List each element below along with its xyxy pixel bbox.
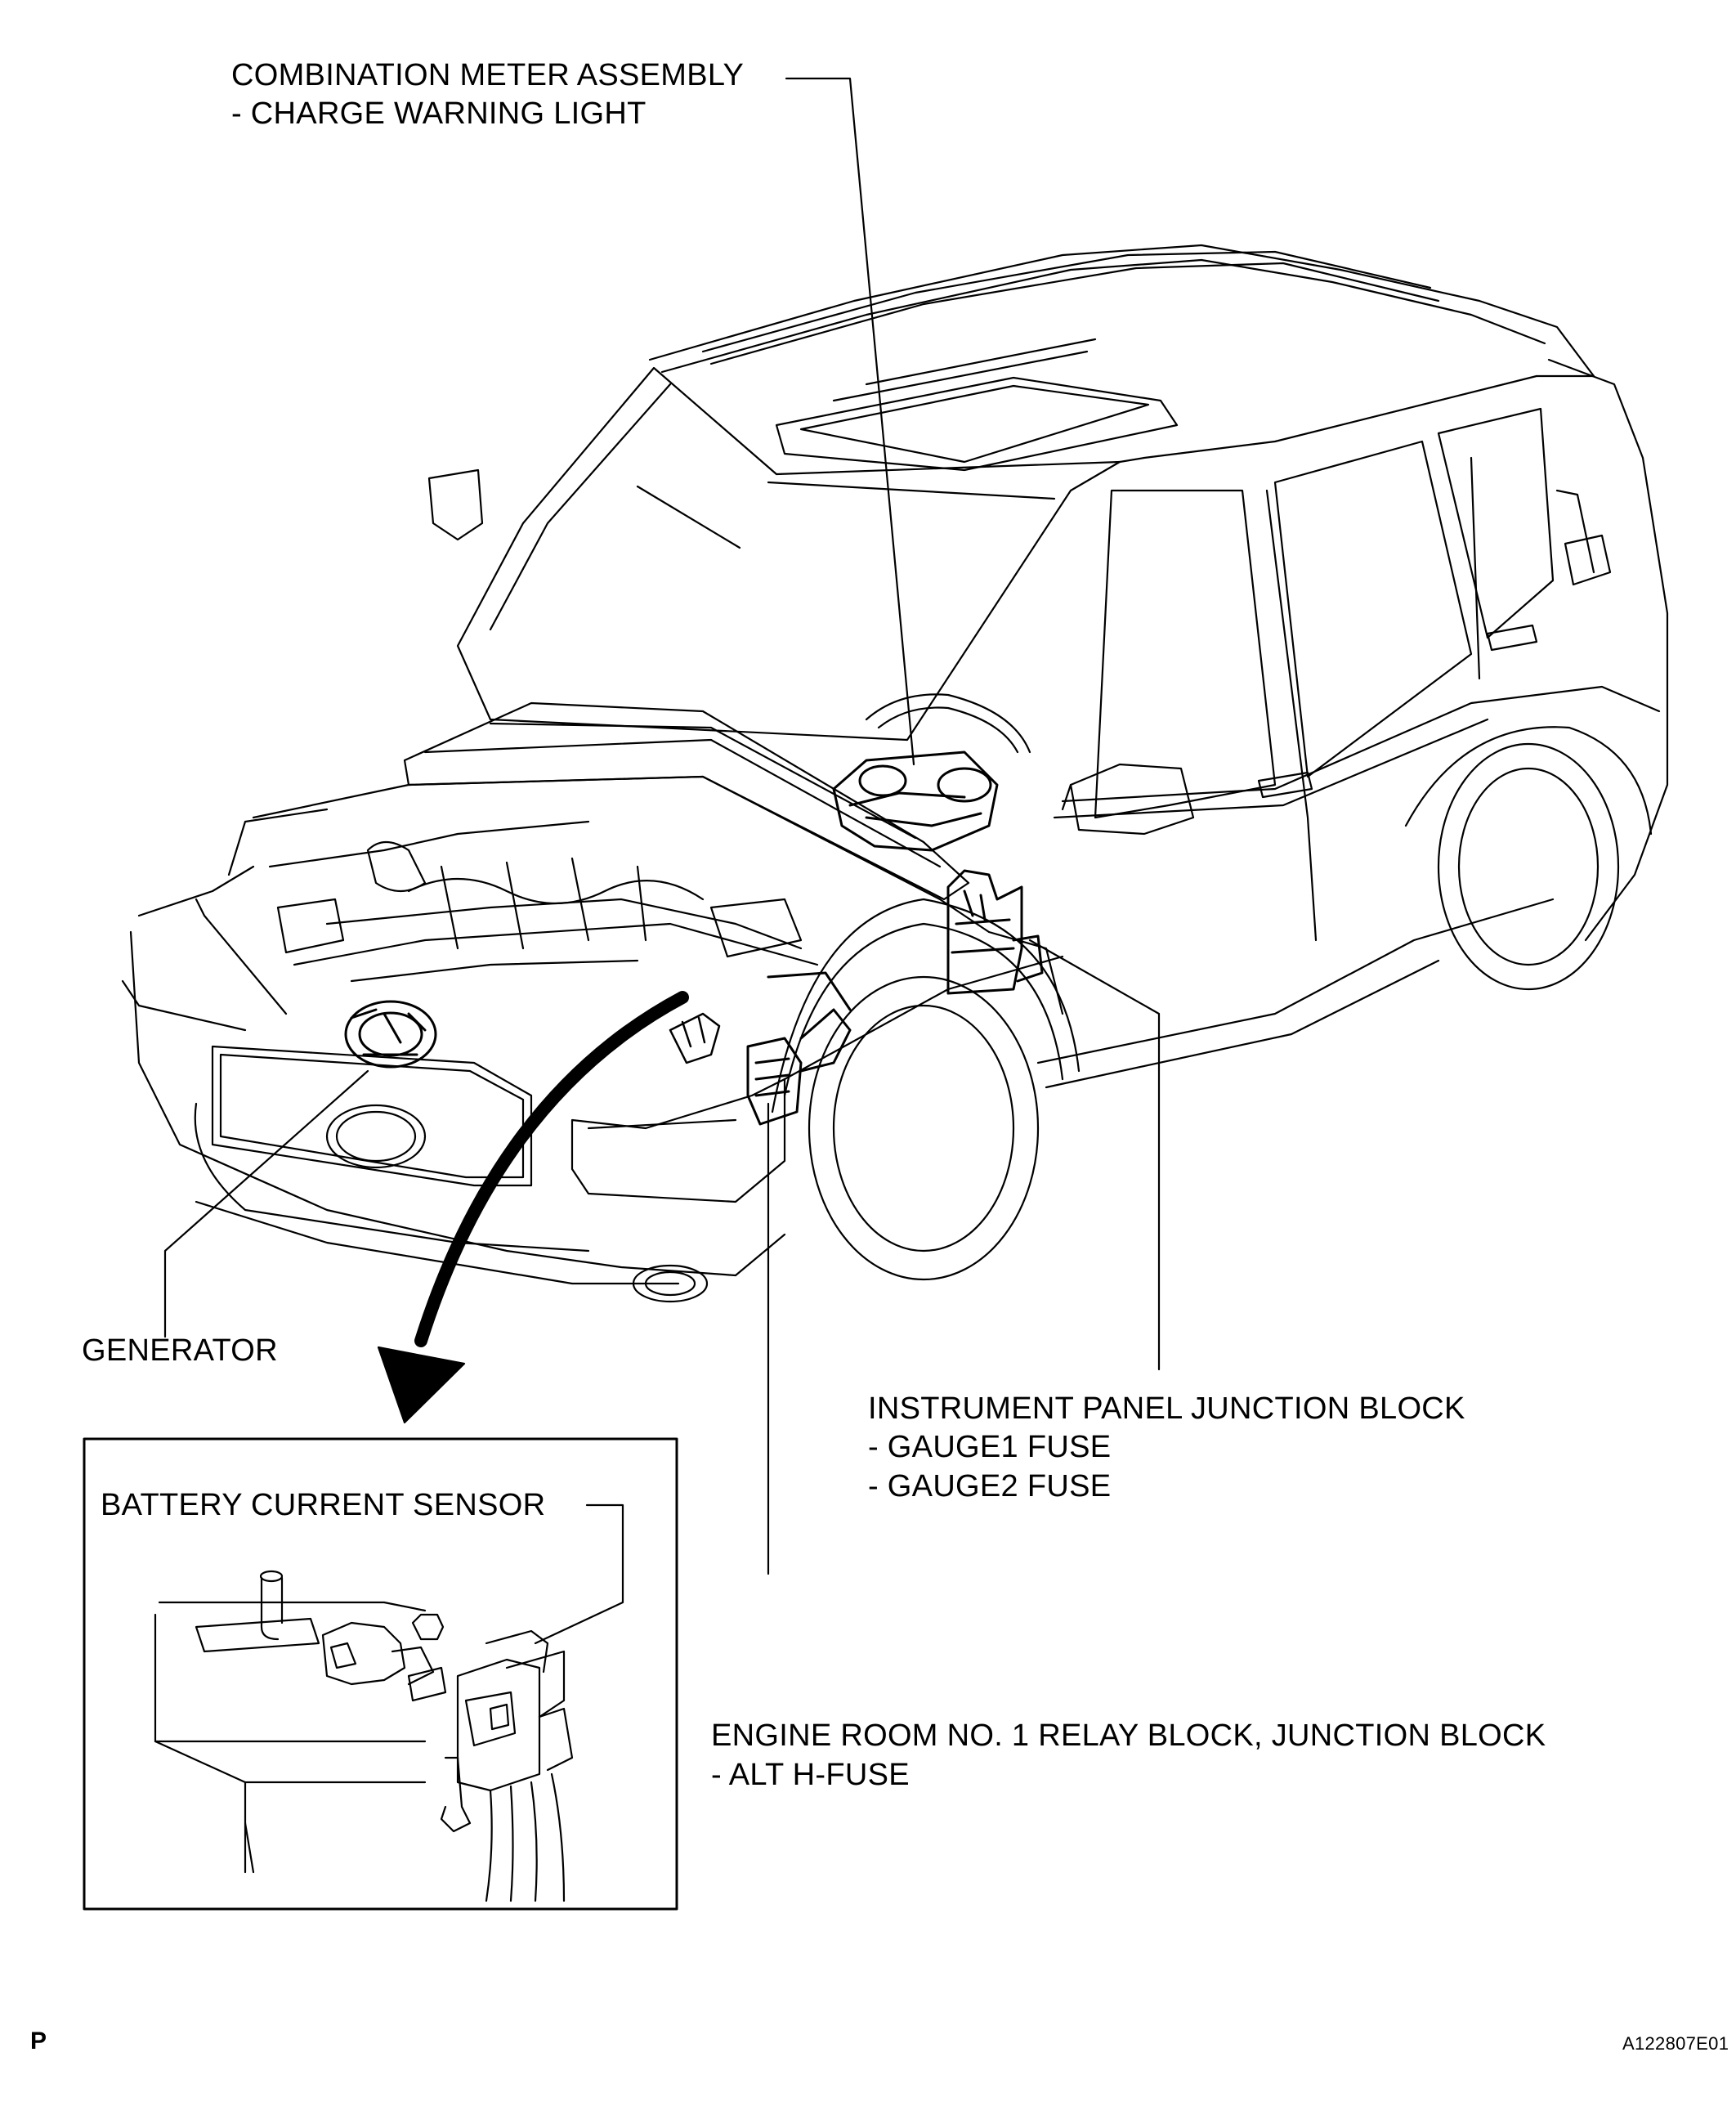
callout-arrow: [377, 991, 689, 1424]
instrument-panel-jb-label: INSTRUMENT PANEL JUNCTION BLOCK: [868, 1391, 1465, 1426]
battery-terminal-area: [669, 1012, 721, 1064]
combination-meter-sublabel: - CHARGE WARNING LIGHT: [231, 96, 647, 131]
instrument-panel-jb-sub2: - GAUGE2 FUSE: [868, 1469, 1112, 1503]
instrument-panel-junction-block: [946, 869, 1044, 995]
battery-current-sensor-detail: [154, 1570, 574, 1902]
generator-component: [344, 1000, 437, 1069]
battery-current-sensor-label: BATTERY CURRENT SENSOR: [101, 1488, 546, 1522]
inset-frame: [83, 1437, 678, 1911]
combination-meter-component: [832, 751, 999, 852]
engine-room-relay-block-label: ENGINE ROOM NO. 1 RELAY BLOCK, JUNCTION …: [711, 1718, 1546, 1753]
figure-id: A122807E01: [1622, 2033, 1729, 2054]
combination-meter-label: COMBINATION METER ASSEMBLY: [231, 58, 745, 92]
vehicle-outline: [121, 244, 1669, 1303]
engine-room-relay-block: [746, 971, 852, 1126]
generator-label: GENERATOR: [82, 1333, 278, 1368]
instrument-panel-jb-sub1: - GAUGE1 FUSE: [868, 1430, 1112, 1464]
page-marker: P: [30, 2028, 47, 2055]
leader-lines: [163, 77, 1161, 1645]
engine-room-relay-block-sublabel: - ALT H-FUSE: [711, 1758, 910, 1792]
